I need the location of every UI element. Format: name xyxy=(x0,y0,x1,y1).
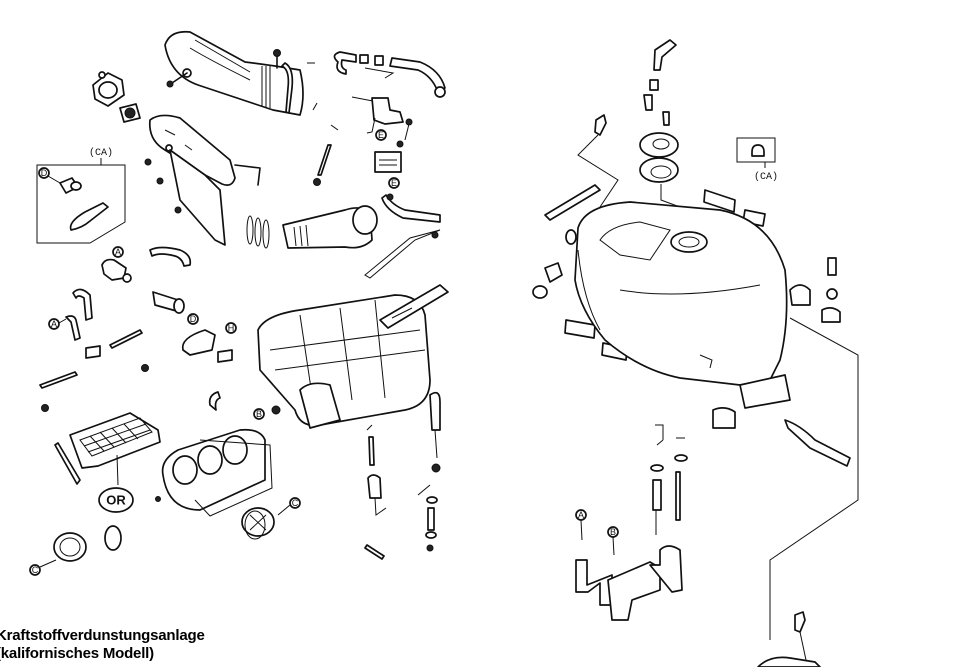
vent-strip xyxy=(379,284,449,329)
upper-intake-duct xyxy=(164,30,304,116)
pipe-assembly-right xyxy=(364,391,441,560)
check-valve-a: A xyxy=(101,246,132,283)
lower-intake-duct xyxy=(144,114,261,246)
callout-b-2: B xyxy=(610,527,616,537)
vacuum-hoses-top xyxy=(307,51,446,98)
callout-a-1: A xyxy=(115,247,121,257)
side-strip xyxy=(544,184,601,221)
hose-bend-2 xyxy=(72,288,93,321)
cover-c: C xyxy=(241,497,301,540)
fuel-tank xyxy=(574,201,791,409)
tank-grommets xyxy=(532,229,577,299)
intake-elbow xyxy=(282,205,378,249)
grommet-part xyxy=(119,103,141,123)
or-label: OR xyxy=(98,487,134,513)
small-hose-curve xyxy=(208,391,221,411)
callout-d-ca: D xyxy=(41,168,48,178)
bolt-part xyxy=(273,49,281,69)
ca-label-right: (CA) xyxy=(754,171,778,183)
clip-small-2 xyxy=(41,404,49,412)
hose-h: H xyxy=(181,322,237,363)
hose-curved xyxy=(281,62,294,114)
fuel-cap-key xyxy=(639,39,689,235)
diagram-caption: Kraftstoffverdunstungsanlage (kalifornis… xyxy=(0,627,205,663)
callout-e-1: E xyxy=(378,130,384,140)
ca-label-left: (CA) xyxy=(89,147,113,159)
clip-small xyxy=(141,364,149,372)
tank-bolt xyxy=(577,114,619,211)
rubber-mount xyxy=(92,71,125,107)
caption-title: Kraftstoffverdunstungsanlage xyxy=(0,627,205,644)
fuel-pump-lines xyxy=(650,419,851,535)
seal-c: C xyxy=(29,532,87,576)
or-text: OR xyxy=(106,493,126,508)
caption-subtitle: (kalifornisches Modell) xyxy=(0,645,154,662)
callout-b-1: B xyxy=(256,409,262,419)
solenoid-valve: E E xyxy=(351,96,413,189)
clamp-rings xyxy=(246,215,270,249)
callout-a-3: A xyxy=(578,510,584,520)
callout-a-2: A xyxy=(51,319,57,329)
callout-d-1: D xyxy=(190,314,197,324)
bottom-bracket xyxy=(757,611,821,667)
callout-c-2: C xyxy=(292,498,299,508)
callout-c-1: C xyxy=(32,565,39,575)
pipe-1 xyxy=(109,329,143,349)
hose-loop: A B xyxy=(575,509,683,621)
tank-mounts-right xyxy=(712,257,859,640)
rod-and-clips xyxy=(312,102,339,186)
hose-bend-1 xyxy=(149,246,192,267)
fuel-filter-d: D xyxy=(152,291,199,325)
callout-e-2: E xyxy=(391,178,397,188)
hose-right-center xyxy=(364,193,441,279)
air-filter-element xyxy=(54,412,161,486)
callout-h: H xyxy=(228,323,235,333)
hose-a-lower: A xyxy=(48,315,101,359)
screw-small xyxy=(155,496,161,502)
o-ring xyxy=(104,525,122,551)
bracket-b: B xyxy=(253,405,281,420)
ca-inset-box-left: (CA) D xyxy=(36,147,126,244)
pipe-2 xyxy=(39,371,78,389)
ca-inset-box-right: (CA) xyxy=(736,137,778,183)
manifold-gasket xyxy=(161,428,273,517)
